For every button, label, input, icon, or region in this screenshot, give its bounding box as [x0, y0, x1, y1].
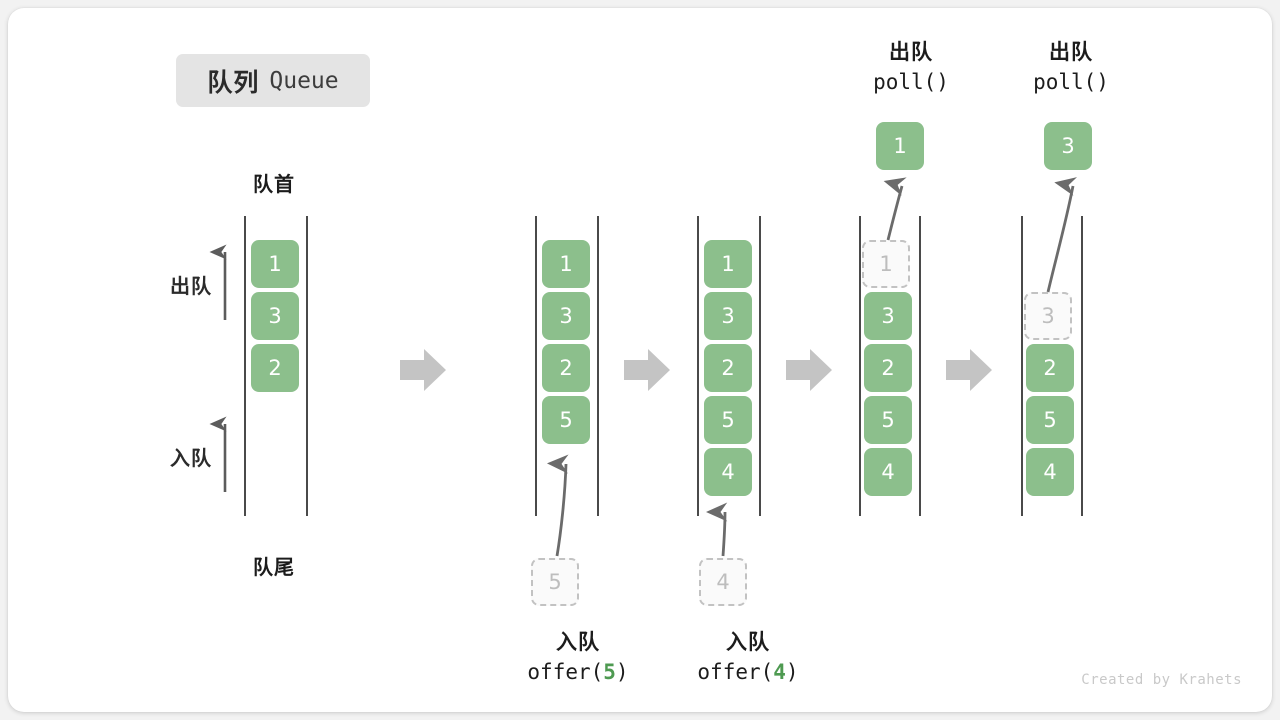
enqueue-direction-arrow-icon	[209, 416, 227, 492]
operation-code: offer(4)	[697, 659, 799, 684]
flow-arrow-icon	[786, 349, 832, 391]
enqueue-operation-label-2: 入队 offer(4)	[663, 628, 833, 688]
popped-value-cell: 1	[876, 122, 924, 170]
column-rail-left	[859, 216, 861, 516]
operation-code: poll()	[1033, 69, 1109, 94]
flow-arrow-icon	[946, 349, 992, 391]
queue-cell: 3	[251, 292, 299, 340]
queue-cell: 5	[704, 396, 752, 444]
queue-head-label: 队首	[253, 174, 295, 196]
flow-arrow-icon	[400, 349, 446, 391]
column-rail-left	[535, 216, 537, 516]
column-rail-left	[1021, 216, 1023, 516]
operation-name: 出队	[1049, 41, 1093, 64]
pending-enqueue-cell: 5	[531, 558, 579, 606]
departing-queue-cell: 1	[862, 240, 910, 288]
queue-cell: 1	[704, 240, 752, 288]
column-rail-right	[759, 216, 761, 516]
queue-cell: 4	[1026, 448, 1074, 496]
flow-arrow-icon	[624, 349, 670, 391]
popped-value-cell: 3	[1044, 122, 1092, 170]
watermark-credit: Created by Krahets	[1081, 672, 1242, 688]
dequeue-arrow-icon	[1046, 177, 1078, 293]
queue-cell: 3	[864, 292, 912, 340]
column-rail-left	[697, 216, 699, 516]
operation-name: 入队	[556, 631, 600, 654]
title-english: Queue	[269, 67, 339, 94]
queue-cell: 4	[864, 448, 912, 496]
queue-cell: 2	[864, 344, 912, 392]
dequeue-direction-label: 出队	[170, 276, 212, 298]
operation-name: 出队	[889, 41, 933, 64]
departing-queue-cell: 3	[1024, 292, 1072, 340]
diagram-card: 队列 Queue 队首 队尾 出队 入队 1 3 2	[8, 8, 1272, 712]
column-rail-right	[919, 216, 921, 516]
dequeue-operation-label-1: 出队 poll()	[826, 38, 996, 98]
pending-enqueue-cell: 4	[699, 558, 747, 606]
enqueue-arrow-icon	[705, 502, 728, 557]
enqueue-arrow-icon	[546, 454, 569, 557]
operation-code: offer(5)	[527, 659, 629, 684]
operation-name: 入队	[726, 631, 770, 654]
queue-cell: 3	[542, 292, 590, 340]
queue-cell: 5	[1026, 396, 1074, 444]
queue-cell: 2	[1026, 344, 1074, 392]
column-rail-right	[1081, 216, 1083, 516]
queue-cell: 5	[864, 396, 912, 444]
queue-cell: 4	[704, 448, 752, 496]
queue-cell: 1	[251, 240, 299, 288]
dequeue-direction-arrow-icon	[209, 244, 227, 320]
queue-cell: 2	[704, 344, 752, 392]
queue-cell: 5	[542, 396, 590, 444]
column-rail-right	[306, 216, 308, 516]
diagram-title-badge: 队列 Queue	[176, 54, 370, 107]
dequeue-operation-label-2: 出队 poll()	[986, 38, 1156, 98]
queue-cell: 2	[251, 344, 299, 392]
enqueue-operation-label-1: 入队 offer(5)	[493, 628, 663, 688]
enqueue-direction-label: 入队	[170, 448, 212, 470]
queue-cell: 2	[542, 344, 590, 392]
column-rail-right	[597, 216, 599, 516]
dequeue-arrow-icon	[883, 177, 907, 241]
column-rail-left	[244, 216, 246, 516]
queue-cell: 3	[704, 292, 752, 340]
title-chinese: 队列	[207, 68, 260, 97]
operation-code: poll()	[873, 69, 949, 94]
queue-cell: 1	[542, 240, 590, 288]
queue-tail-label: 队尾	[253, 557, 295, 579]
